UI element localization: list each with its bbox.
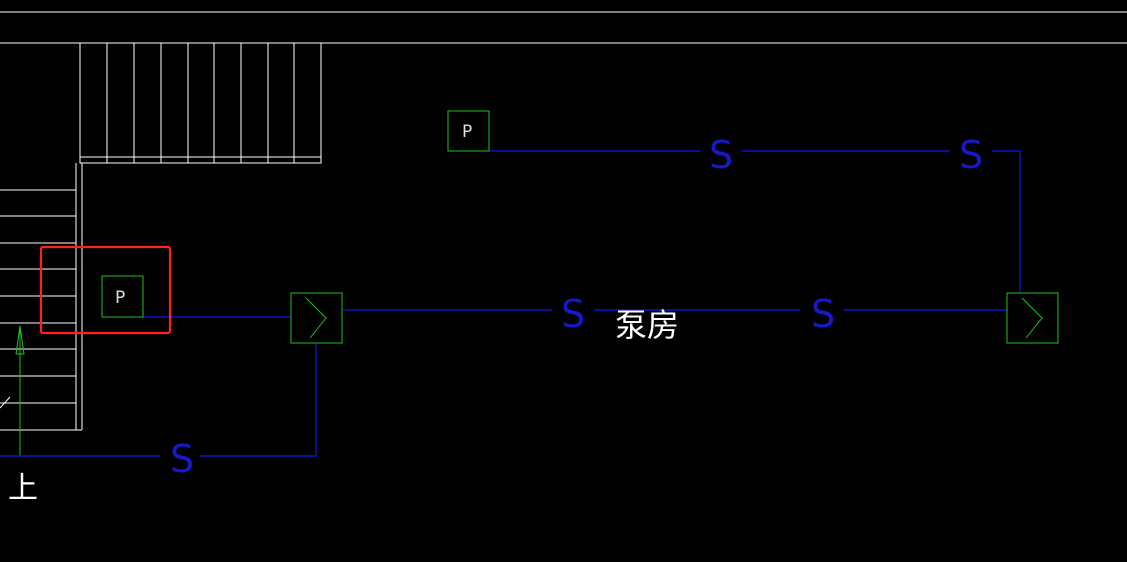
pump-label: P xyxy=(115,288,125,308)
selection-highlight-box xyxy=(39,245,172,335)
pipe-label-s: S xyxy=(561,292,585,336)
valve-symbol-right[interactable] xyxy=(1006,292,1059,344)
pump-symbol-selected[interactable]: P xyxy=(101,275,144,318)
pump-symbol-upper[interactable]: P xyxy=(447,110,490,152)
staircase-upper xyxy=(79,42,322,164)
valve-symbol-left[interactable] xyxy=(290,292,343,344)
stair-up-label: 上 xyxy=(8,471,38,506)
pipe-label-s: S xyxy=(811,292,835,336)
building-outline xyxy=(0,11,1127,44)
pipe-network xyxy=(0,150,1021,457)
pipe-label-s: S xyxy=(959,133,983,177)
room-label: 泵房 xyxy=(615,306,679,344)
stair-direction-arrow xyxy=(15,325,25,456)
staircase-left xyxy=(0,163,83,431)
pipe-label-s: S xyxy=(709,133,733,177)
pipe-label-s: S xyxy=(170,437,194,481)
pump-label: P xyxy=(462,122,472,142)
